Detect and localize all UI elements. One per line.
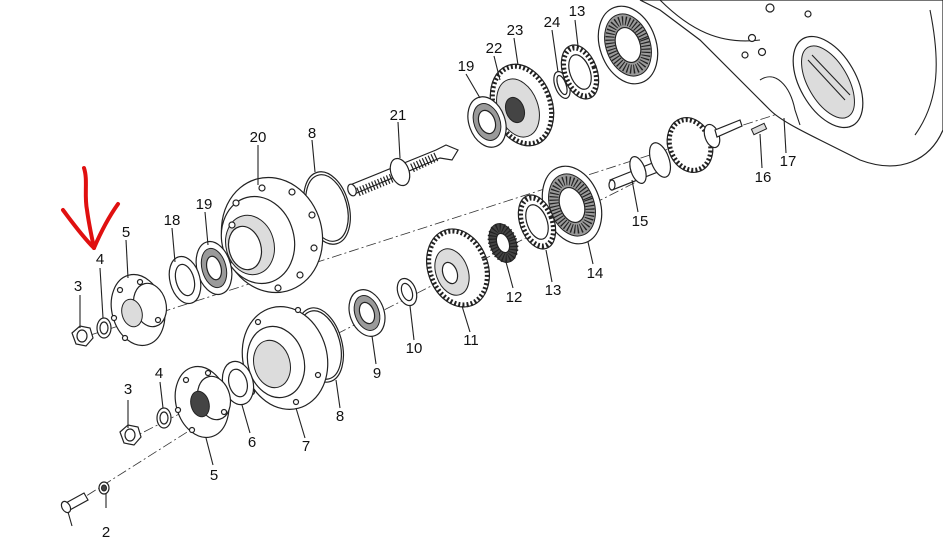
callout-6: 6 [248,434,256,451]
callout-21: 21 [390,107,407,124]
callout-18: 18 [164,212,181,229]
callout-16: 16 [755,169,772,186]
callout-13-lower: 13 [545,282,562,299]
part-14-clutch-sleeve [541,165,603,245]
part-3-nut-upper [71,325,94,347]
callout-9: 9 [373,365,381,382]
callout-numbers: 2 3 3 4 4 5 5 6 7 8 8 9 10 11 12 13 13 1… [74,3,797,541]
callout-11: 11 [463,332,479,349]
part-4-washer-lower [156,407,172,429]
callout-5-lower: 5 [210,467,218,484]
part-18-seal [168,255,202,305]
callout-15: 15 [632,213,649,230]
callout-2: 2 [102,524,110,541]
part-10-thrust-washer [396,277,418,307]
transmission-housing [639,0,943,167]
callout-14: 14 [587,265,604,282]
red-arrow-annotation [61,166,120,250]
callout-13-upper: 13 [569,3,586,20]
callout-10: 10 [406,340,423,357]
callout-12: 12 [506,289,523,306]
callout-22: 22 [486,40,503,57]
callout-24: 24 [544,14,561,31]
callout-3-lower: 3 [124,381,132,398]
part-13-synchro-ring-top [560,44,600,100]
callout-5-upper: 5 [122,224,130,241]
callout-19-left: 19 [196,196,213,213]
part-5-flange-lower [174,365,232,439]
part-6-seal [221,360,255,406]
part-19-bearing-left [195,240,233,296]
part-2-washer [98,481,110,495]
callout-23: 23 [507,22,524,39]
part-bolt [60,492,89,514]
red-arrow-shaft [82,166,96,250]
part-4-washer-upper [96,317,112,339]
part-clutch-sleeve-top [597,5,659,85]
part-21-shaft [347,144,459,197]
leader-lines [67,19,787,527]
callout-4-lower: 4 [155,365,163,382]
part-16-pin [750,122,768,136]
callout-8-lower: 8 [336,408,344,425]
callout-3-upper: 3 [74,278,82,295]
part-15-output-shaft [608,117,743,191]
red-arrow-head [61,202,120,250]
callout-19-top: 19 [458,58,475,75]
part-3-nut-lower [119,424,142,446]
callout-20: 20 [250,129,267,146]
callout-7: 7 [302,438,310,455]
part-20-flange-housing [220,176,324,294]
part-13-synchro-ring-lower [517,194,557,250]
part-11-gear [426,228,490,308]
part-5-flange-upper [110,273,168,347]
callout-8-upper: 8 [308,125,316,142]
part-7-housing-lower [241,306,329,410]
callout-17: 17 [780,153,797,170]
part-9-bearing [348,289,386,337]
part-12-needle-bearing [487,223,519,263]
part-19-bearing-top [467,96,507,148]
callout-4-upper: 4 [96,251,104,268]
